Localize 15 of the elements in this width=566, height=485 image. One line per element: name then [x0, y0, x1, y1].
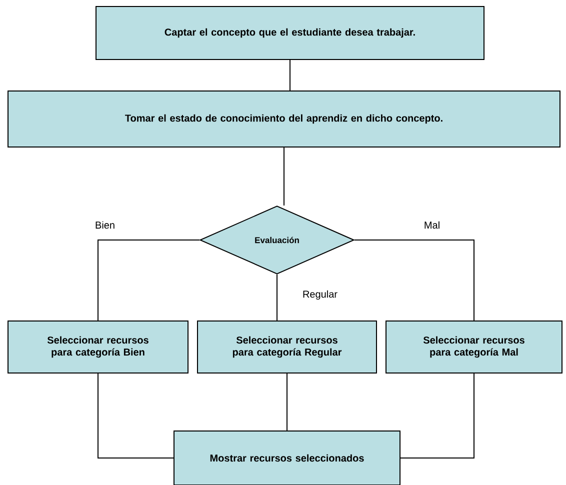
edge-label: Bien [96, 221, 114, 229]
process-box: Mostrar recursos seleccionados [174, 430, 400, 485]
connector-line [98, 372, 174, 458]
process-box: Seleccionar recursos para categoría Regular [197, 320, 377, 374]
process-box: Seleccionar recursos para categoría Bien [8, 320, 188, 374]
process-box: Seleccionar recursos para categoría Mal [386, 320, 562, 374]
connector-line [276, 274, 278, 321]
connector-line [400, 372, 474, 458]
process-box: Captar el concepto que el estudiante desea trabajar. [96, 6, 484, 60]
connector-line [286, 372, 288, 431]
process-box: Tomar el estado de conocimiento del aprendiz en dicho concepto. [8, 90, 560, 148]
connector-line [354, 240, 474, 321]
connector-line [98, 240, 200, 321]
edge-label: Mal [424, 221, 440, 229]
edge-label: Regular [303, 290, 338, 300]
